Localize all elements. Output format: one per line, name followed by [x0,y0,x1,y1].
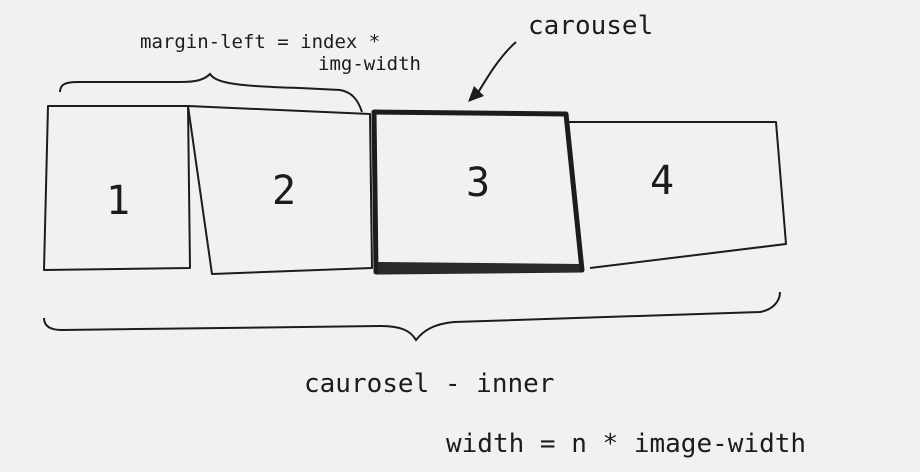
panel-1-outline [43,105,191,271]
panel-3-outline [371,109,585,275]
carousel-label: carousel [528,11,653,41]
panel-4-outline [566,121,787,269]
carousel-arrow-head [468,86,484,102]
panel-3-shaded-edge [378,262,580,274]
panel-3-number: 3 [466,160,490,206]
panel-1-number: 1 [106,178,130,224]
panel-3: 3 [371,109,585,275]
width-formula-label: width = n * image-width [446,429,806,459]
panel-4: 4 [566,121,787,269]
margin-left-label-line2: img-width [318,53,421,75]
margin-left-brace [59,72,363,113]
panel-2-outline [187,105,373,275]
panel-4-number: 4 [650,158,674,204]
panel-2-number: 2 [272,168,296,214]
carousel-inner-brace [43,291,781,342]
carousel-arrow-shaft [475,41,517,97]
carousel-inner-label: caurosel - inner [304,369,554,399]
panel-2: 2 [187,105,373,275]
panel-1: 1 [43,105,191,271]
margin-left-label-line1: margin-left = index * [140,31,380,53]
